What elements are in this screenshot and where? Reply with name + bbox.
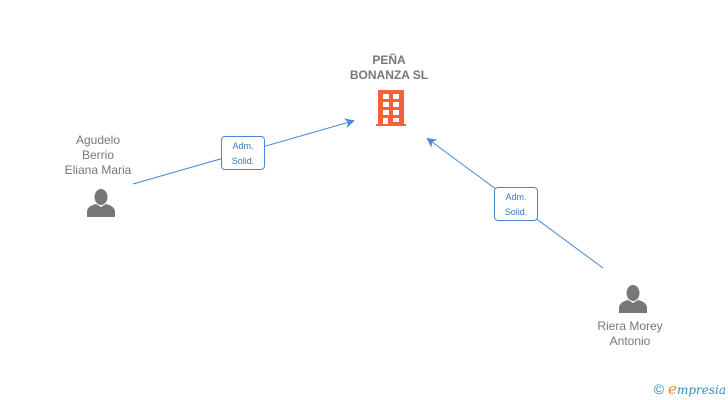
person-name-line: Berrio [81, 148, 114, 162]
edge-label-riera[interactable]: Adm. Solid. [494, 187, 538, 221]
person-icon[interactable] [87, 189, 115, 217]
person-name-line: Eliana Maria [64, 163, 132, 177]
building-icon[interactable] [376, 90, 406, 126]
edge-label-line2: Solid. [231, 156, 255, 166]
person-name-line: Antonio [609, 334, 651, 348]
edge-label-line1: Adm. [505, 192, 527, 202]
person-name-line: Agudelo [75, 133, 121, 147]
brand-initial: e [668, 380, 677, 398]
empresia-logo: empresia [668, 380, 726, 398]
person-icon[interactable] [619, 285, 647, 313]
edge-label-line2: Solid. [504, 207, 528, 217]
person-name-agudelo[interactable]: Agudelo Berrio Eliana Maria [38, 133, 158, 178]
copyright-icon: © [653, 381, 665, 397]
person-name-line: Riera Morey [597, 319, 663, 333]
edge-label-line1: Adm. [232, 141, 254, 151]
company-name[interactable]: PEÑA BONANZA SL [329, 53, 449, 83]
company-name-line2: BONANZA SL [349, 68, 429, 82]
person-name-riera[interactable]: Riera Morey Antonio [570, 319, 690, 349]
company-name-line1: PEÑA [372, 53, 406, 67]
brand-rest: mpresia [676, 383, 726, 397]
empresia-footer[interactable]: © empresia [654, 380, 728, 398]
edge-label-agudelo[interactable]: Adm. Solid. [221, 136, 265, 170]
